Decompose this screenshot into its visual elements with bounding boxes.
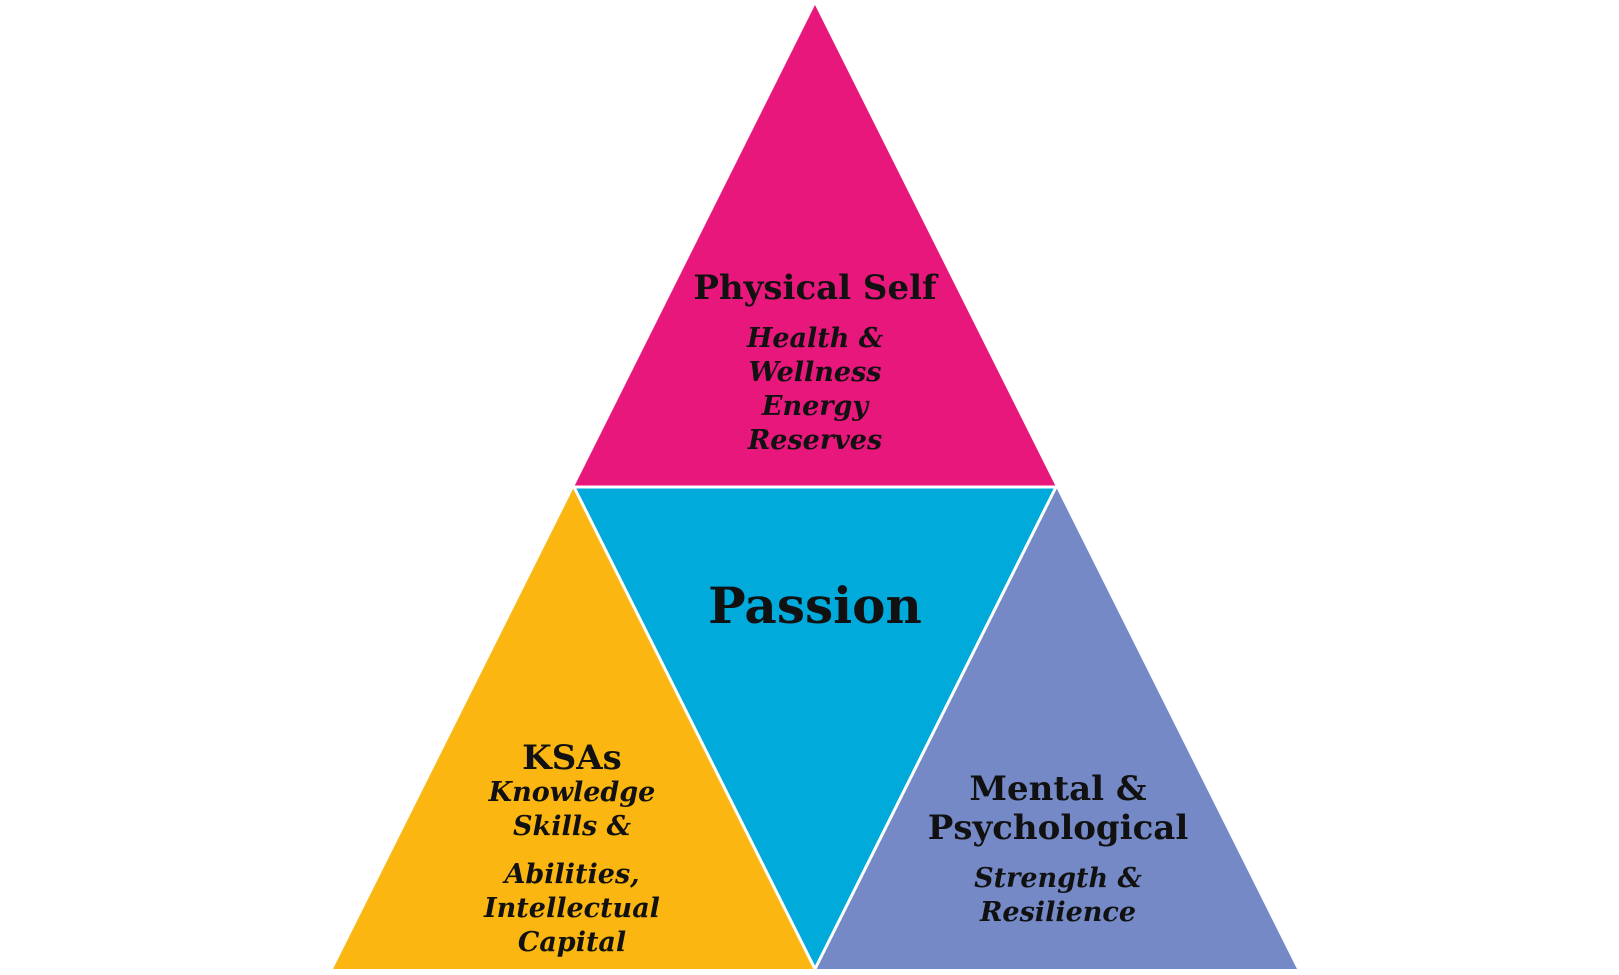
physical-self-line-1: Health & — [746, 323, 884, 354]
ksas-heading: KSAs — [522, 738, 622, 778]
divider-right — [813, 486, 1058, 970]
mental-line-2: Resilience — [979, 897, 1137, 928]
mental-heading-line-2: Psychological — [927, 808, 1189, 848]
right-triangle-mental — [815, 487, 1297, 969]
passion-heading: Passion — [708, 576, 922, 635]
physical-self-line-2: Wellness — [748, 357, 882, 388]
center-triangle-passion — [574, 487, 1056, 969]
ksas-line-1: Knowledge — [488, 777, 656, 808]
mental-line-1: Strength & — [974, 863, 1142, 894]
physical-self-line-4: Reserves — [747, 425, 883, 456]
top-triangle-physical-self — [574, 5, 1056, 487]
physical-self-heading: Physical Self — [693, 268, 937, 308]
divider-left — [572, 486, 817, 970]
left-triangle-ksas — [333, 487, 815, 969]
ksas-line-4: Intellectual — [484, 893, 660, 924]
ksas-line-5: Capital — [517, 927, 627, 958]
mental-heading-line-1: Mental & — [969, 769, 1147, 809]
ksas-line-2: Skills & — [513, 811, 631, 842]
ksas-line-3: Abilities, — [504, 859, 640, 890]
physical-self-line-3: Energy — [761, 391, 869, 422]
